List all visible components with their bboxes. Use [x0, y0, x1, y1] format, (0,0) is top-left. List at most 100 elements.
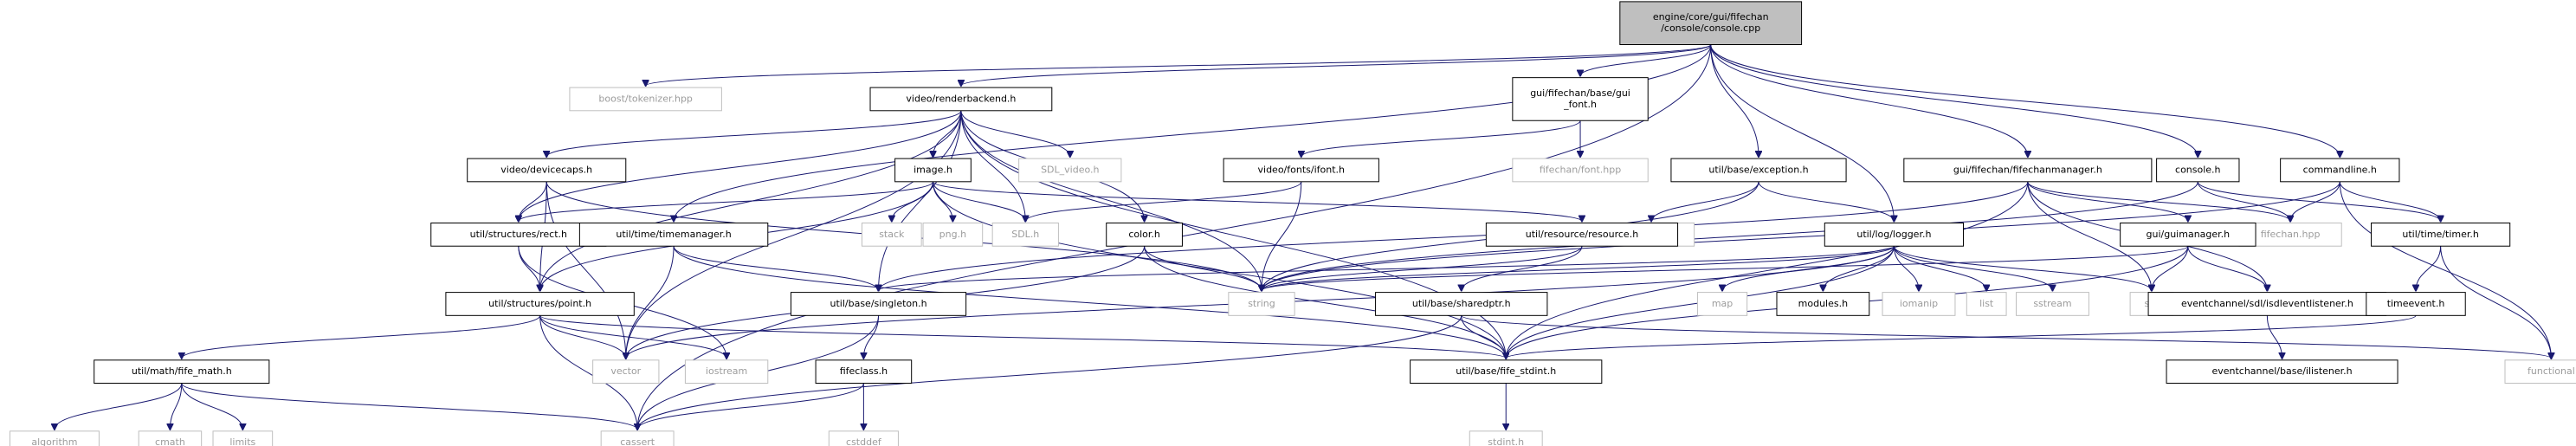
- edge-timer_h-to-timeevent: [2416, 246, 2442, 290]
- edge-console_h-to-timer_h: [2197, 181, 2440, 222]
- node-box-ifont: [1223, 158, 1379, 183]
- node-box-fife_stdint: [1410, 359, 1603, 385]
- edge-logger_h-to-sstream: [1893, 246, 2052, 290]
- node-label-iomanip: iomanip: [1900, 298, 1938, 309]
- node-label-ilistener: eventchannel/base/ilistener.h: [2211, 365, 2352, 377]
- node-box-iomanip: [1882, 292, 1956, 316]
- node-box-sdleventlistener: [2147, 292, 2387, 316]
- edge-renderbackend-to-sdl_video: [960, 110, 1070, 157]
- edge-sdleventlistener-to-ilistener: [2266, 315, 2282, 359]
- node-point_h[interactable]: util/structures/point.h: [445, 292, 635, 316]
- node-box-cmath: [138, 430, 203, 446]
- edge-renderbackend-to-sdl_h: [960, 110, 1025, 222]
- node-sdleventlistener[interactable]: eventchannel/sdl/isdleventlistener.h: [2147, 292, 2387, 316]
- node-box-limits: [212, 430, 274, 446]
- edge-color_h-to-string: [1144, 246, 1262, 290]
- node-base_exception[interactable]: util/base/exception.h: [1670, 158, 1847, 183]
- node-label-sdleventlistener: eventchannel/sdl/isdleventlistener.h: [2181, 298, 2353, 309]
- node-ilistener[interactable]: eventchannel/base/ilistener.h: [2166, 359, 2398, 385]
- edge-logger_h-to-singleton_h: [879, 245, 1895, 290]
- node-label-console_h: console.h: [2175, 164, 2221, 175]
- edge-image_h-to-rect_h: [519, 181, 933, 222]
- edge-commandline-to-timer_h: [2339, 181, 2440, 222]
- node-label-sharedptr: util/base/sharedptr.h: [1412, 298, 1511, 309]
- node-label-fife_math: util/math/fife_math.h: [132, 365, 232, 377]
- node-fife_stdint[interactable]: util/base/fife_stdint.h: [1410, 359, 1603, 385]
- node-box-modules_h: [1776, 292, 1870, 316]
- node-box-algorithm: [9, 430, 100, 446]
- node-box-png_h: [922, 223, 984, 247]
- node-fifeclass[interactable]: fifeclass.h: [815, 359, 913, 385]
- node-label-logger_h: util/log/logger.h: [1856, 229, 1931, 240]
- node-box-sdl_h: [991, 223, 1059, 247]
- edge-commandline-to-functional: [2339, 181, 2551, 359]
- node-guimanager[interactable]: gui/guimanager.h: [2120, 223, 2256, 247]
- node-fifechan_hpp: fifechan.hpp: [2238, 223, 2342, 247]
- node-resource_h[interactable]: util/resource/resource.h: [1485, 223, 1679, 247]
- edge-logger_h-to-list: [1893, 246, 1986, 290]
- node-devicecaps[interactable]: video/devicecaps.h: [467, 158, 627, 183]
- edge-logger_h-to-modules_h: [1823, 246, 1895, 290]
- edge-root-to-timemanager: [674, 44, 1712, 222]
- node-sharedptr[interactable]: util/base/sharedptr.h: [1375, 292, 1548, 316]
- edge-sharedptr-to-cassert: [637, 315, 1462, 430]
- edge-logger_h-to-iomanip: [1893, 246, 1919, 290]
- node-box-string: [1228, 292, 1295, 316]
- edge-root-to-logger_h: [1710, 44, 1895, 222]
- node-label-map: map: [1712, 298, 1733, 309]
- edge-guimanager-to-string: [1262, 245, 2189, 290]
- node-console_h[interactable]: console.h: [2156, 158, 2240, 183]
- node-label-timemanager: util/time/timemanager.h: [616, 229, 731, 240]
- edge-base_exception-to-logger_h: [1758, 181, 1894, 222]
- node-label-resource_h: util/resource/resource.h: [1526, 229, 1638, 240]
- node-logger_h[interactable]: util/log/logger.h: [1824, 223, 1964, 247]
- node-label-commandline: commandline.h: [2303, 164, 2377, 175]
- node-box-ilistener: [2166, 359, 2398, 385]
- node-label-cmath: cmath: [155, 436, 185, 446]
- node-label-timer_h: util/time/timer.h: [2402, 229, 2479, 240]
- node-label-vector: vector: [610, 365, 641, 377]
- edge-image_h-to-fife_stdint: [932, 181, 1506, 359]
- node-commandline[interactable]: commandline.h: [2280, 158, 2400, 183]
- node-label-limits: limits: [229, 436, 255, 446]
- node-label-cstddef: cstddef: [846, 436, 882, 446]
- edge-fifechanmanager-to-guimanager: [2027, 181, 2188, 222]
- edge-fifechanmanager-to-fife_stdint: [1506, 181, 2029, 359]
- node-label-devicecaps: video/devicecaps.h: [500, 164, 592, 175]
- node-box-logger_h: [1824, 223, 1964, 247]
- edge-timemanager-to-vector: [626, 246, 675, 359]
- node-box-stdint: [1469, 430, 1543, 446]
- edge-fifechanmanager-to-set: [2027, 181, 2152, 291]
- node-timemanager[interactable]: util/time/timemanager.h: [578, 223, 769, 247]
- node-label-sdl_h: SDL.h: [1011, 229, 1039, 240]
- edge-fifechan_font-to-ifont: [1301, 120, 1581, 157]
- node-box-list: [1966, 292, 2007, 316]
- node-box-singleton_h: [790, 292, 967, 316]
- node-timer_h[interactable]: util/time/timer.h: [2371, 223, 2511, 247]
- node-fife_math[interactable]: util/math/fife_math.h: [94, 359, 270, 385]
- node-label-modules_h: modules.h: [1798, 298, 1848, 309]
- node-modules_h[interactable]: modules.h: [1776, 292, 1870, 316]
- node-box-timer_h: [2371, 223, 2511, 247]
- node-fifechanmanager[interactable]: gui/fifechan/fifechanmanager.h: [1903, 158, 2153, 183]
- node-image_h[interactable]: image.h: [894, 158, 972, 183]
- node-label-stack: stack: [879, 229, 905, 240]
- edge-renderbackend-to-rect_h: [519, 110, 962, 222]
- node-iostream: iostream: [684, 359, 769, 385]
- node-root[interactable]: engine/core/gui/fifechan/console/console…: [1619, 1, 1803, 46]
- node-label-timeevent: timeevent.h: [2387, 298, 2445, 309]
- node-color_h[interactable]: color.h: [1106, 223, 1183, 247]
- edge-root-to-renderbackend: [961, 44, 1712, 87]
- node-label-ifont: video/fonts/ifont.h: [1258, 164, 1346, 175]
- node-singleton_h[interactable]: util/base/singleton.h: [790, 292, 967, 316]
- edge-root-to-fifechan_font: [1580, 44, 1712, 76]
- node-ifont[interactable]: video/fonts/ifont.h: [1223, 158, 1379, 183]
- edge-fife_math-to-cmath: [170, 383, 183, 430]
- node-box-timemanager: [578, 223, 769, 247]
- node-sstream: sstream: [2016, 292, 2089, 316]
- node-png_h: png.h: [922, 223, 984, 247]
- node-timeevent[interactable]: timeevent.h: [2366, 292, 2466, 316]
- node-renderbackend[interactable]: video/renderbackend.h: [869, 87, 1053, 112]
- node-list: list: [1966, 292, 2007, 316]
- node-fifechan_font[interactable]: gui/fifechan/base/gui_font.h: [1512, 77, 1649, 121]
